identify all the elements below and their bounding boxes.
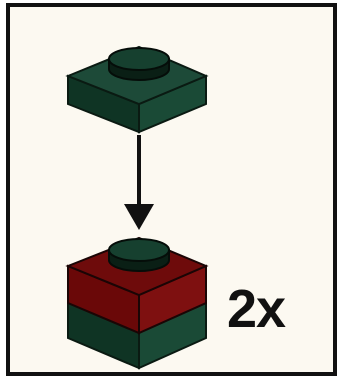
placement-arrow bbox=[124, 135, 154, 230]
quantity-label: 2x bbox=[227, 279, 286, 339]
red-green-brick-assembly bbox=[65, 236, 209, 370]
green-plate-1x1 bbox=[65, 45, 209, 134]
brick-stud bbox=[108, 238, 170, 272]
plate-stud bbox=[108, 47, 170, 81]
